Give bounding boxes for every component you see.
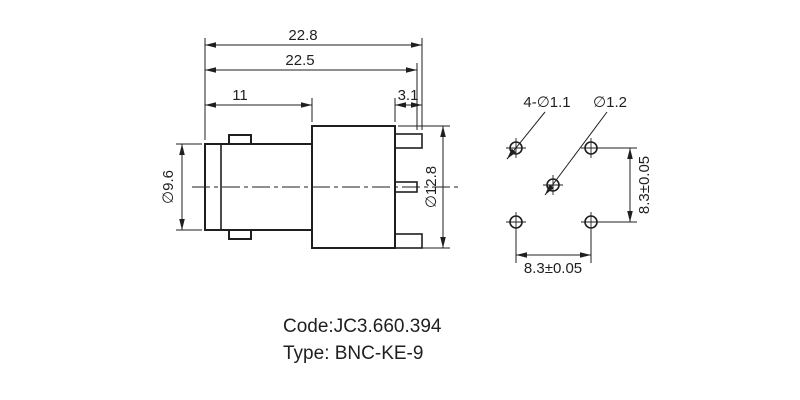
bayonet-lug-bottom (228, 229, 252, 240)
leader-line (506, 111, 546, 160)
dim-label-body-diameter: ∅12.8 (423, 166, 440, 208)
dim-label-pin-length: 3.1 (398, 87, 419, 104)
dim-overall-length: 22.8 (204, 27, 423, 140)
mounting-hole-bottom-right (581, 212, 601, 232)
dim-body-length: 22.5 (205, 52, 418, 130)
center-hole-label: ∅1.2 (593, 94, 627, 111)
dim-label-horizontal-pitch: 8.3±0.05 (524, 260, 582, 277)
part-type-text: Type: BNC-KE-9 (283, 343, 423, 364)
mounting-hole-top-right (581, 138, 601, 158)
center-pin (394, 181, 418, 193)
leader-line (544, 111, 608, 196)
leader-corner-holes: 4-∅1.1 (506, 94, 571, 160)
ground-pin-top (394, 133, 423, 149)
footprint-view: 4-∅1.1 ∅1.2 8.3±0.05 8.3±0.05 (506, 94, 653, 277)
dim-label-nut-diameter: ∅9.6 (160, 170, 177, 204)
dim-label-overall-length: 22.8 (288, 27, 317, 44)
dim-horizontal-pitch: 8.3±0.05 (515, 230, 592, 277)
ground-pin-bottom (394, 233, 423, 249)
dim-nut-length: 11 (205, 87, 313, 122)
leader-center-hole: ∅1.2 (544, 94, 627, 196)
dim-label-body-length: 22.5 (285, 52, 314, 69)
side-view (192, 125, 462, 249)
dim-label-nut-length: 11 (232, 87, 248, 104)
bayonet-lug-top (228, 134, 252, 145)
corner-holes-label: 4-∅1.1 (523, 94, 570, 111)
dim-vertical-pitch: 8.3±0.05 (599, 147, 653, 223)
part-code-text: Code:JC3.660.394 (283, 316, 442, 337)
side-view-dimensions: 22.8 22.5 11 3.1 ∅9.6 (160, 27, 450, 249)
caption: Code:JC3.660.394 Type: BNC-KE-9 (283, 316, 442, 364)
dim-nut-diameter: ∅9.6 (160, 143, 202, 231)
dim-body-diameter: ∅12.8 (398, 125, 450, 249)
dim-pin-length: 3.1 (394, 87, 422, 122)
mounting-hole-bottom-left (506, 212, 526, 232)
dim-label-vertical-pitch: 8.3±0.05 (636, 156, 653, 214)
